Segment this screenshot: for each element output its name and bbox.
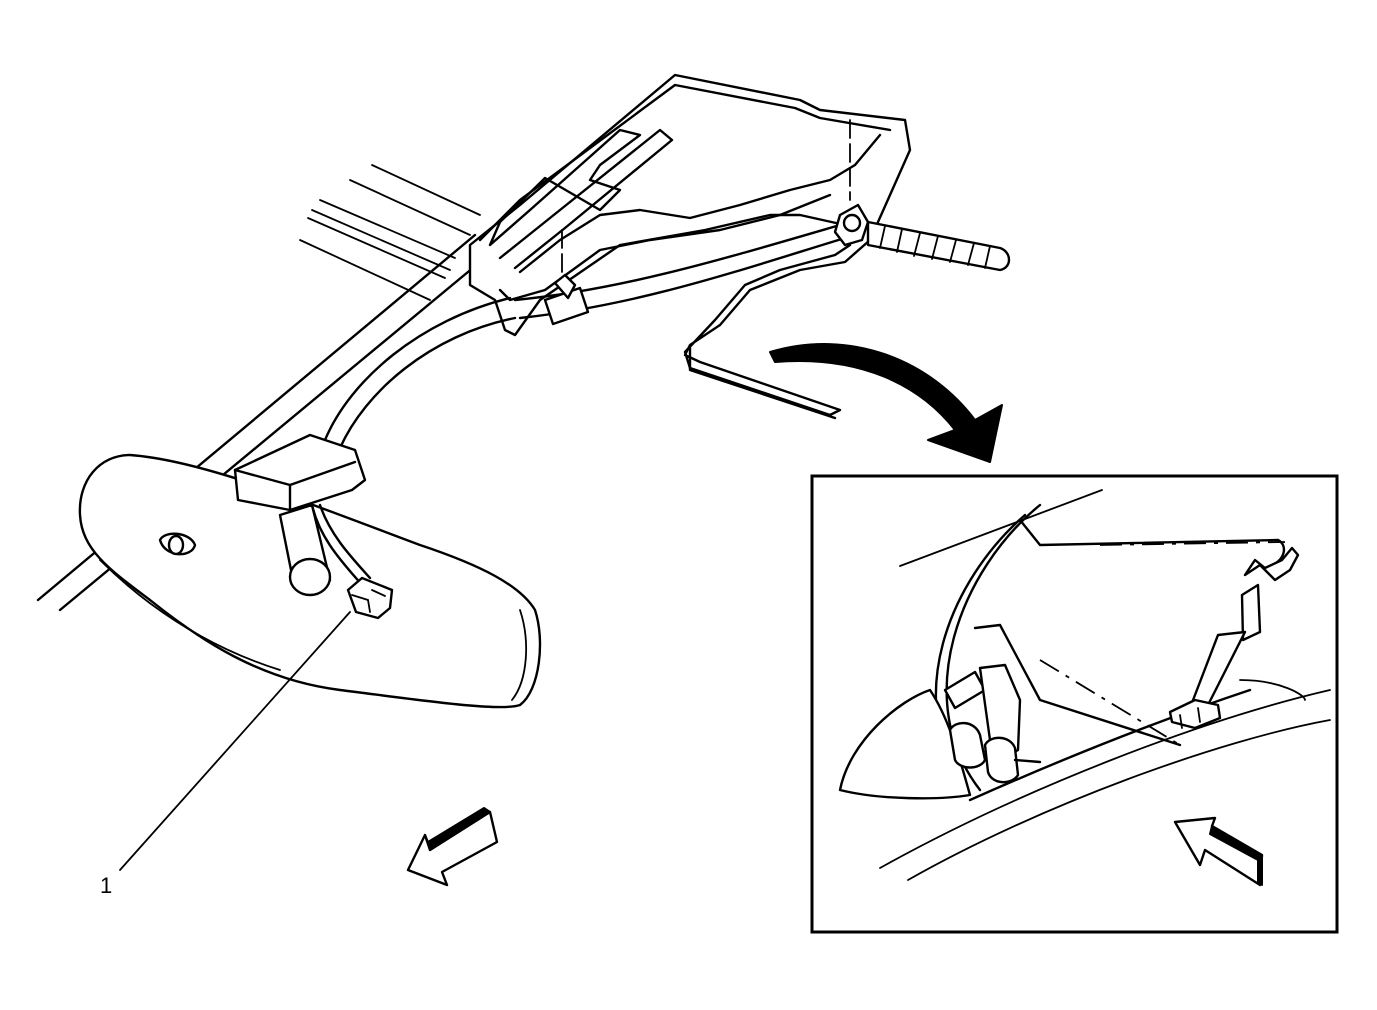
- rear-view-mirror: [78, 433, 542, 709]
- callout-1: 1: [100, 611, 351, 898]
- headliner-lines: [299, 164, 481, 301]
- overhead-console: [468, 73, 912, 420]
- callout-1-label: 1: [100, 873, 112, 898]
- wire-harness: [323, 119, 870, 450]
- detail-inset: [810, 474, 1339, 934]
- wire-conduit: [866, 220, 1011, 272]
- detail-arrow: [769, 343, 1003, 463]
- forward-arrow: [406, 807, 499, 887]
